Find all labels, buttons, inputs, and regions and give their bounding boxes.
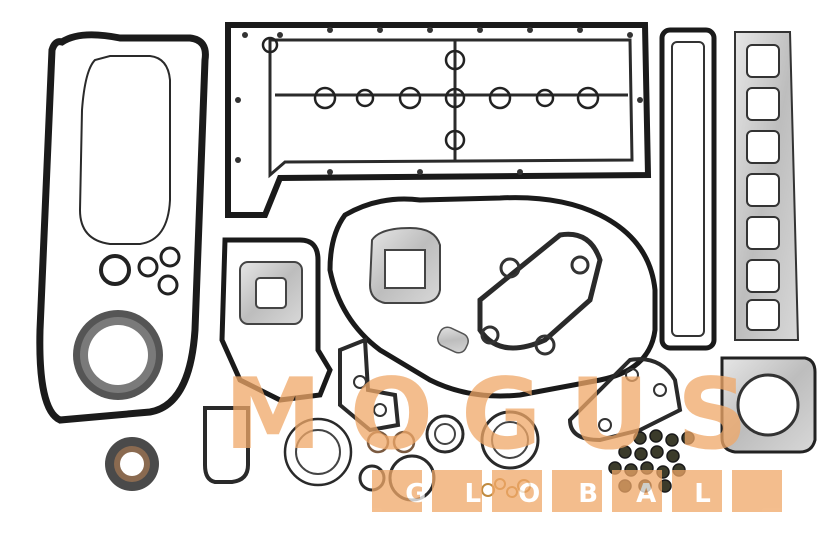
long-strip-gasket [659, 27, 717, 351]
oil-pan-gasket [36, 31, 209, 424]
oil-cooler-gasket [437, 231, 603, 356]
egr-flange-gasket [720, 356, 817, 454]
exhaust-turbo-gasket [219, 237, 333, 403]
water-pump-gasket [203, 406, 250, 484]
watermark-word-bottom-tiles [372, 470, 782, 512]
small-o-rings [99, 246, 181, 296]
exhaust-manifold-gasket [734, 31, 800, 341]
rear-crank-seal [73, 310, 163, 400]
watermark-logo: MOGUS GLOBAL [224, 358, 782, 512]
timing-cover-gasket [327, 195, 658, 399]
watermark-word-bottom: GLOBAL [405, 479, 749, 509]
turbo-flange-gasket [368, 226, 441, 304]
thermostat-gasket [338, 337, 401, 433]
valve-cover-gasket [225, 22, 652, 218]
watermark-word-top: MOGUS [224, 358, 775, 472]
front-crank-seal [105, 437, 159, 491]
oil-filter-housing-gasket [567, 357, 683, 443]
